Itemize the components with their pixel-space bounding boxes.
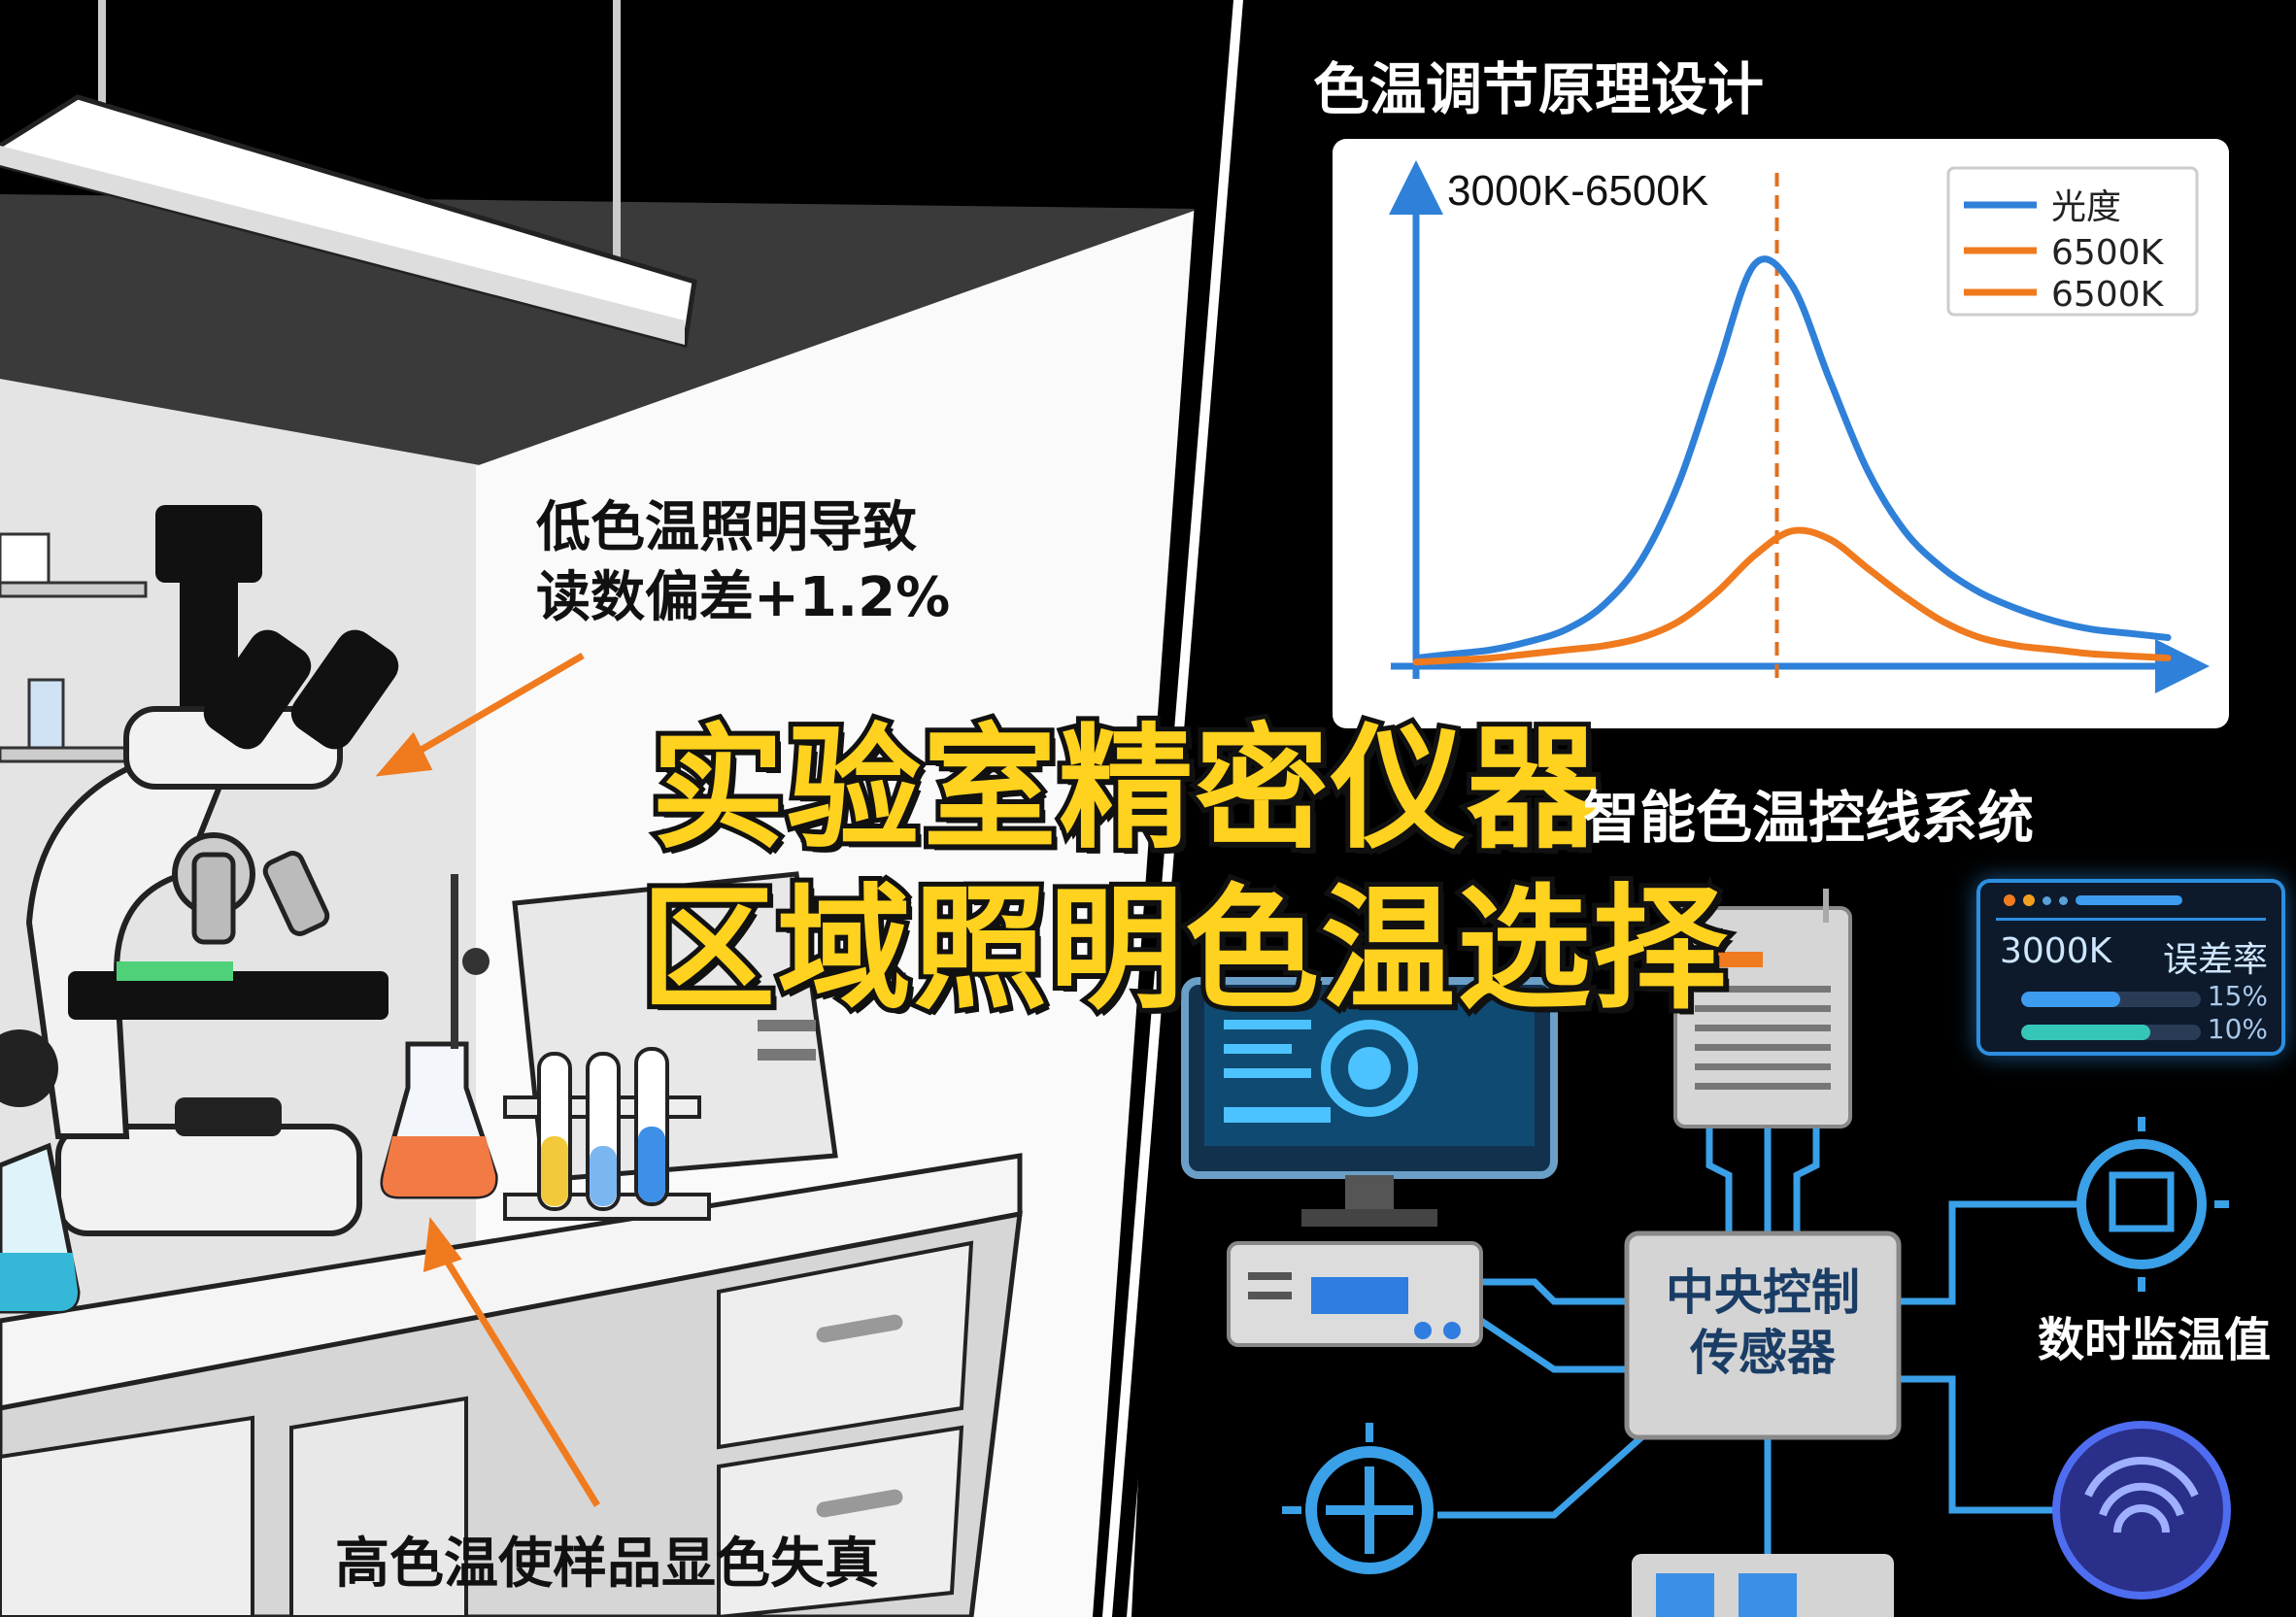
chart-title: 3000K-6500K	[1447, 167, 1708, 215]
document-device-icon	[1673, 889, 1852, 1129]
low-temp-annotation: 低色温照明导致 读数偏差+1.2%	[536, 493, 950, 633]
monitor-label: 数时监温值	[2038, 1313, 2272, 1367]
headline-line2: 区域照明色温选择	[636, 866, 1732, 1032]
legend-label: 6500K	[2051, 275, 2165, 315]
chart-section-title: 色温调节原理设计	[1313, 56, 1765, 122]
chart-card: 3000K-6500K 光度 6500K 6500K	[1333, 139, 2229, 728]
monitoring-sensor-icon	[2077, 1117, 2229, 1292]
low-temp-line1: 低色温照明导致	[536, 496, 917, 559]
status-error-label: 误差率	[2162, 940, 2268, 980]
status-panel: 3000K 误差率 15% 10%	[1976, 879, 2285, 1056]
error-bar-2-value: 10%	[2207, 1013, 2268, 1045]
series-line-1	[1412, 526, 2172, 666]
control-system-diagram	[1437, 1127, 2078, 1554]
error-bar-1-value: 15%	[2207, 980, 2268, 1012]
central-box-line1: 中央控制	[1666, 1264, 1860, 1321]
central-control-box	[1624, 1230, 1902, 1440]
arrow-high-temp	[439, 1251, 600, 1507]
high-temp-annotation: 高色温使样品显色失真	[335, 1533, 879, 1596]
lab-scene	[0, 0, 1199, 1617]
error-bar-1	[2021, 992, 2201, 1007]
series-line-0	[1412, 255, 2172, 662]
gear-sensor-icon	[1282, 1423, 1434, 1574]
monitor-icon	[1181, 977, 1558, 1227]
status-temp: 3000K	[2000, 931, 2112, 971]
window-dots	[2004, 894, 2182, 906]
shelf	[0, 581, 148, 598]
ceiling	[0, 194, 1199, 466]
legend: 光度 6500K 6500K	[1946, 166, 2199, 317]
device-box-icon	[1227, 1241, 1483, 1347]
legend-label: 6500K	[2051, 233, 2165, 273]
test-tube-rack	[503, 1047, 711, 1221]
low-temp-line2: 读数偏差+1.2%	[536, 566, 951, 629]
central-box-line2: 传感器	[1690, 1325, 1836, 1381]
microscope	[0, 505, 399, 1236]
bottom-device-icon	[1632, 1554, 1894, 1617]
headline-line1: 实验室精密仪器	[646, 706, 1605, 872]
color-temp-chart: 3000K-6500K 光度 6500K 6500K	[1389, 160, 2210, 693]
error-bar-2	[2021, 1025, 2201, 1040]
signal-sensor-icon	[2052, 1421, 2231, 1600]
arrow-low-temp	[406, 652, 585, 761]
legend-label: 光度	[2051, 187, 2121, 227]
central-box-label: 中央控制 传感器	[1632, 1263, 1894, 1383]
system-title: 智能色温控线系统	[1583, 785, 2035, 851]
